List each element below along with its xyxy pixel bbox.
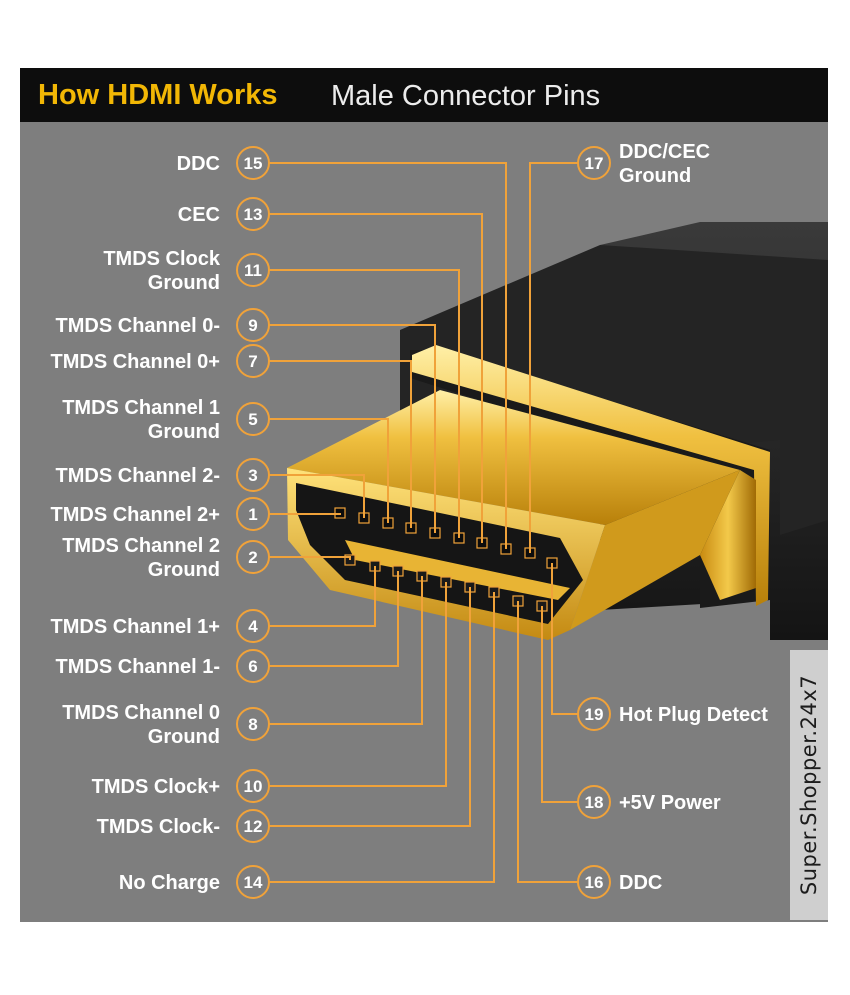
pin-label-18: +5V Power [619, 792, 721, 814]
pin-label-9: TMDS Channel 0- [56, 315, 220, 337]
pin-circle-3 [236, 458, 270, 492]
pin-label-11-line-1: TMDS Clock [103, 248, 221, 270]
pin-label-12: TMDS Clock- [97, 816, 220, 838]
pin-circle-11 [236, 253, 270, 287]
pin-label-2-line-2: Ground [148, 559, 220, 581]
pin-circle-4 [236, 609, 270, 643]
pin-circle-15 [236, 146, 270, 180]
pin-circle-18 [577, 785, 611, 819]
pin-number-1: 1 [248, 505, 257, 524]
pin-circle-12 [236, 809, 270, 843]
callout-line-4 [269, 566, 376, 627]
callout-line-3 [269, 474, 365, 518]
callout-line-13 [269, 213, 483, 543]
pin-circle-9 [236, 308, 270, 342]
pin-circle-7 [236, 344, 270, 378]
callout-line-6 [269, 571, 399, 667]
pin-label-15: DDC [177, 153, 220, 175]
callout-line-8 [269, 576, 423, 725]
pin-label-11-line-2: Ground [148, 272, 220, 294]
pin-circle-16 [577, 865, 611, 899]
callout-line-19 [551, 563, 578, 715]
callout-line-16 [517, 601, 578, 883]
pin-number-5: 5 [248, 410, 257, 429]
pin-number-12: 12 [244, 817, 263, 836]
pin-circle-17 [577, 146, 611, 180]
pin-number-2: 2 [248, 548, 257, 567]
callout-line-5 [269, 418, 389, 523]
pin-circle-19 [577, 697, 611, 731]
pin-label-8-line-1: TMDS Channel 0 [62, 702, 220, 724]
watermark-text: Super.Shopper.24x7 [797, 674, 821, 896]
callout-line-17 [529, 162, 578, 553]
pin-label-4: TMDS Channel 1+ [51, 616, 220, 638]
title-bar: How HDMI Works Male Connector Pins [20, 68, 828, 122]
callout-line-15 [269, 162, 507, 549]
pin-circle-1 [236, 497, 270, 531]
pin-number-6: 6 [248, 657, 257, 676]
pin-circle-8 [236, 707, 270, 741]
pin-label-17-line-2: Ground [619, 165, 691, 187]
pin-number-11: 11 [244, 261, 262, 280]
pin-label-17-line-1: DDC/CEC [619, 141, 710, 163]
callout-lines [269, 162, 578, 883]
pin-circle-2 [236, 540, 270, 574]
title-sub: Male Connector Pins [331, 80, 601, 112]
pin-label-10: TMDS Clock+ [92, 776, 220, 798]
pin-label-16: DDC [619, 872, 662, 894]
pin-label-5-line-2: Ground [148, 421, 220, 443]
callout-line-12 [269, 587, 471, 827]
pin-label-6: TMDS Channel 1- [56, 656, 220, 678]
callout-line-14 [269, 592, 495, 883]
pin-label-7: TMDS Channel 0+ [51, 351, 220, 373]
pin-number-10: 10 [244, 777, 263, 796]
pin-number-16: 16 [585, 873, 604, 892]
pin-number-14: 14 [244, 873, 263, 892]
pin-number-19: 19 [585, 705, 604, 724]
pin-circle-14 [236, 865, 270, 899]
callout-line-7 [269, 360, 412, 528]
pin-label-13: CEC [178, 204, 220, 226]
pin-label-2-line-1: TMDS Channel 2 [62, 535, 220, 557]
pin-label-8-line-2: Ground [148, 726, 220, 748]
callout-line-9 [269, 324, 436, 533]
pin-number-4: 4 [248, 617, 258, 636]
pin-label-1: TMDS Channel 2+ [51, 504, 220, 526]
pin-circle-6 [236, 649, 270, 683]
pin-number-9: 9 [248, 316, 257, 335]
pin-label-19: Hot Plug Detect [619, 704, 768, 726]
pin-circle-10 [236, 769, 270, 803]
pin-number-18: 18 [585, 793, 604, 812]
callout-line-18 [541, 606, 578, 803]
pin-label-3: TMDS Channel 2- [56, 465, 220, 487]
callout-line-1 [269, 513, 341, 515]
pin-number-7: 7 [248, 352, 257, 371]
callout-line-10 [269, 582, 447, 787]
callout-line-11 [269, 269, 460, 538]
pin-number-17: 17 [585, 154, 604, 173]
pin-label-5-line-1: TMDS Channel 1 [62, 397, 220, 419]
pin-circle-13 [236, 197, 270, 231]
pin-number-3: 3 [248, 466, 257, 485]
pin-number-15: 15 [244, 154, 263, 173]
pin-label-14: No Charge [119, 872, 220, 894]
watermark-panel [790, 650, 828, 920]
pin-number-13: 13 [244, 205, 263, 224]
title-main: How HDMI Works [38, 79, 278, 111]
pin-circle-5 [236, 402, 270, 436]
pin-number-8: 8 [248, 715, 257, 734]
callout-line-2 [269, 556, 351, 560]
